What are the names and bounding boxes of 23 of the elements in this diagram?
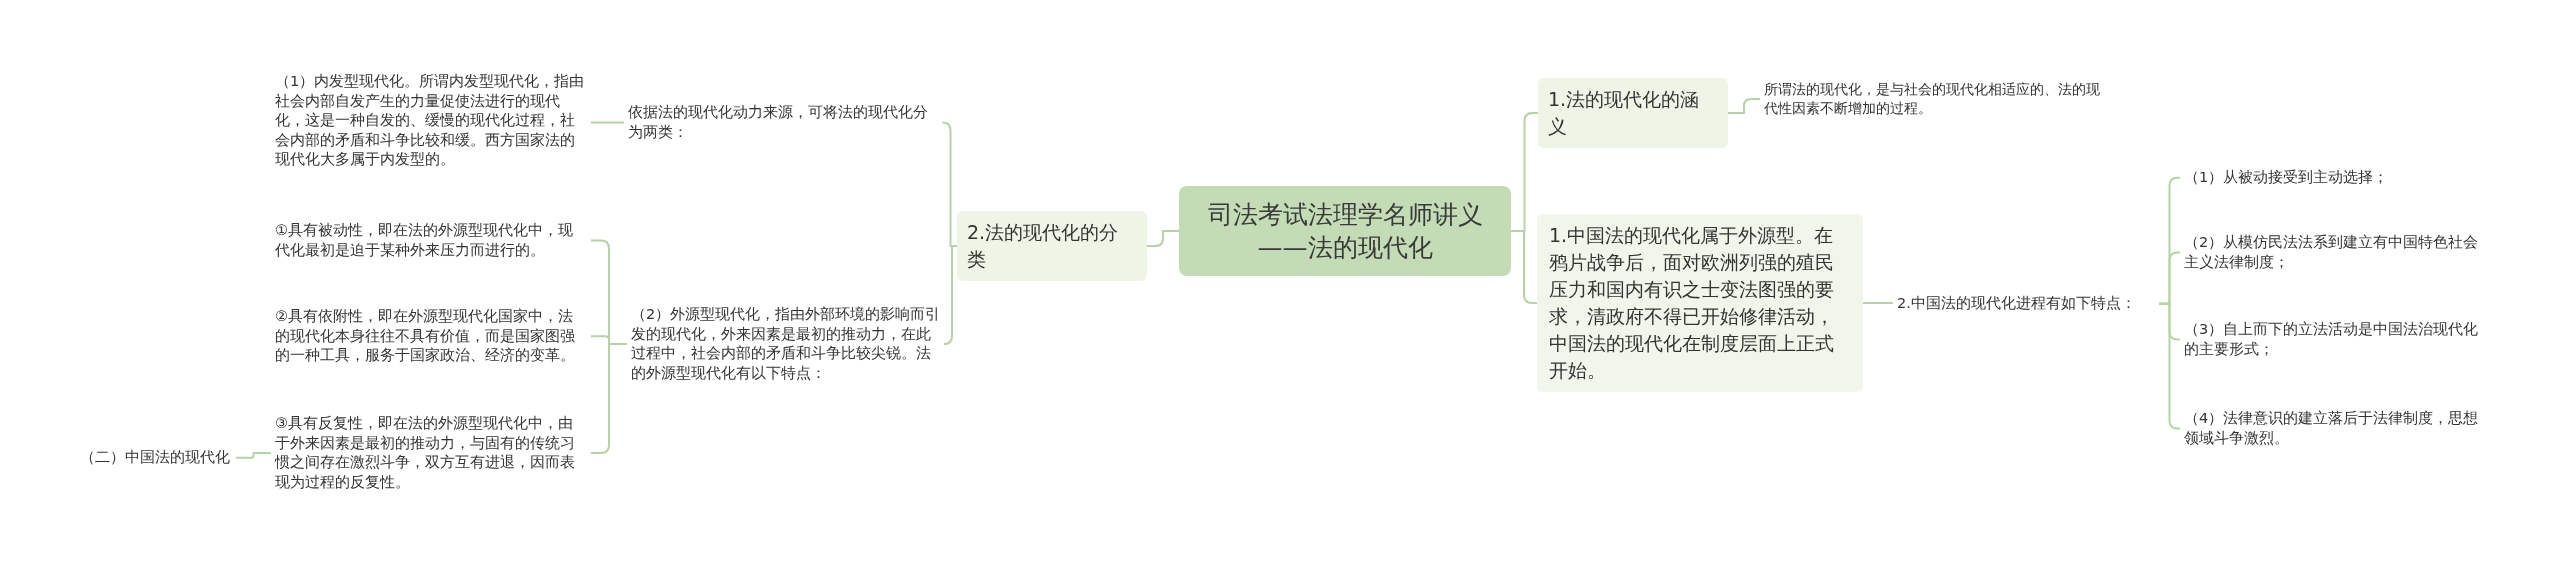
branch-text: ①具有被动性，即在法的外源型现代化中，现代化最初是迫于某种外来压力而进行的。 [271, 219, 591, 262]
branch-text: （2）从模仿民法法系到建立有中国特色社会主义法律制度； [2180, 231, 2490, 274]
branch-text: ③具有反复性，即在法的外源型现代化中，由于外来因素是最初的推动力，与固有的传统习惯之间存在激烈斗争，双方互有进退，因而表现为过程的反复性。 [271, 412, 591, 494]
connector-line [2158, 302, 2181, 430]
branch-text: 2.中国法的现代化进程有如下特点： [1893, 292, 2159, 316]
branch-text: （1）内发型现代化。所谓内发型现代化，指由社会内部自发产生的力量促使法进行的现代化，这是一种自发的、缓慢的现代化过程，社会内部的矛盾和斗争比较和缓。西方国家法的现代化大多属于内发型的。 [271, 70, 591, 172]
branch-text: ②具有依附性，即在外源型现代化国家中，法的现代化本身往往不具有价值，而是国家图强的一种工具，服务于国家政治、经济的变革。 [271, 305, 591, 368]
branch-text: 依据法的现代化动力来源，可将法的现代化分为两类： [624, 101, 944, 144]
topic-box: 司法考试法理学名师讲义——法的现代化 [1179, 186, 1511, 276]
note-text: 所谓法的现代化，是与社会的现代化相适应的、法的现代性因素不断增加的过程。 [1760, 78, 2110, 120]
connector-line [1862, 302, 1894, 304]
topic-box: 2.法的现代化的分类 [957, 211, 1147, 281]
connector-line [1146, 230, 1180, 247]
branch-text: （4）法律意识的建立落后于法律制度，思想领域斗争激烈。 [2180, 407, 2490, 450]
branch-text: （二）中国法的现代化 [76, 446, 236, 470]
connector-line [1727, 98, 1761, 114]
branch-text: （1）从被动接受到主动选择； [2180, 166, 2490, 190]
topic-box: 1.中国法的现代化属于外源型。在鸦片战争后，面对欧洲列强的殖民压力和国内有识之士变法图强的要求，清政府不得已开始修律活动，中国法的现代化在制度层面上正式开始。 [1537, 214, 1863, 392]
connector-line [235, 452, 272, 459]
branch-text: （3）自上而下的立法活动是中国法治现代化的主要形式； [2180, 318, 2490, 361]
branch-text: （2）外源型现代化，指由外部环境的影响而引发的现代化，外来因素是最初的推动力，在此过程中，社会内部的矛盾和斗争比较尖锐。法的外源型现代化有以下特点： [627, 303, 947, 385]
connector-line [590, 121, 625, 124]
topic-box: 1.法的现代化的涵义 [1538, 78, 1728, 148]
